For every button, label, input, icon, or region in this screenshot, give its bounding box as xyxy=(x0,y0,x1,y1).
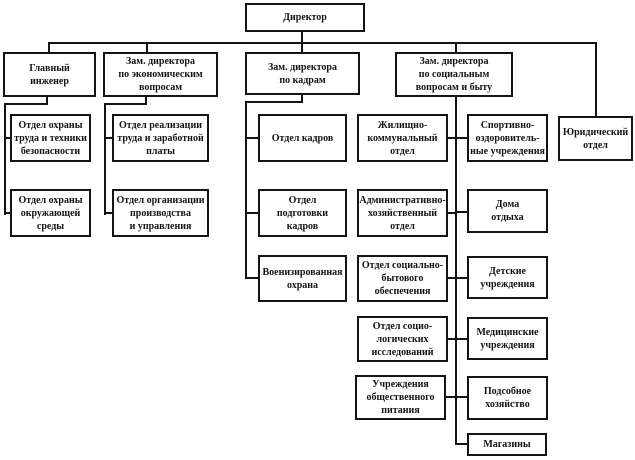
node-legal-dept: Юридический отдел xyxy=(558,116,633,161)
node-deputy-economic: Зам. директора по экономическим вопросам xyxy=(103,52,218,97)
node-labor-wages-dept: Отдел реализации труда и заработной плат… xyxy=(112,114,209,162)
connector-line xyxy=(457,396,467,398)
connector-line xyxy=(245,103,247,279)
node-subsidiary-farm: Подсобное хозяйство xyxy=(467,376,548,420)
connector-line xyxy=(457,277,467,279)
connector-line xyxy=(301,32,303,42)
connector-line xyxy=(457,338,467,340)
connector-line xyxy=(448,338,457,340)
connector-line xyxy=(4,137,10,139)
connector-line xyxy=(4,212,10,214)
node-deputy-personnel: Зам. директора по кадрам xyxy=(245,52,360,95)
connector-line xyxy=(104,103,147,105)
connector-line xyxy=(446,396,457,398)
node-labor-safety-dept: Отдел охраны труда и техники безопасност… xyxy=(10,114,91,162)
connector-line xyxy=(301,44,303,52)
connector-line xyxy=(4,103,48,105)
connector-line xyxy=(146,44,148,52)
connector-line xyxy=(48,44,50,52)
connector-line xyxy=(46,97,48,105)
node-sociological-research-dept: Отдел социо- логических исследований xyxy=(357,316,448,362)
connector-line xyxy=(104,212,112,214)
node-sports-health-facilities: Спортивно- оздоровитель- ные учреждения xyxy=(467,114,548,162)
node-environment-dept: Отдел охраны окружающей среды xyxy=(10,189,91,237)
connector-line xyxy=(455,44,457,52)
node-shops: Магазины xyxy=(467,433,547,456)
connector-line xyxy=(4,105,6,215)
connector-line xyxy=(448,212,457,214)
connector-line xyxy=(301,95,303,103)
connector-line xyxy=(457,211,467,213)
connector-line xyxy=(457,137,467,139)
node-housing-utility-dept: Жилищно- коммунальный отдел xyxy=(357,114,448,162)
node-admin-household-dept: Административно- хозяйственный отдел xyxy=(357,189,448,237)
connector-line xyxy=(448,277,457,279)
node-director: Директор xyxy=(245,3,365,32)
node-chief-engineer: Главный инженер xyxy=(3,52,96,97)
node-public-catering-facilities: Учреждения общественного питания xyxy=(355,375,446,420)
connector-line xyxy=(104,137,112,139)
connector-line xyxy=(448,137,457,139)
node-personnel-dept: Отдел кадров xyxy=(258,114,347,162)
connector-line xyxy=(245,212,258,214)
connector-line xyxy=(457,443,467,445)
node-personnel-training-dept: Отдел подготовки кадров xyxy=(258,189,347,237)
node-medical-facilities: Медицинские учреждения xyxy=(467,317,548,360)
connector-line xyxy=(48,42,597,44)
node-production-org-dept: Отдел организации производства и управле… xyxy=(112,189,209,237)
connector-line xyxy=(145,97,147,105)
node-children-facilities: Детские учреждения xyxy=(467,256,548,299)
connector-line xyxy=(245,101,303,103)
node-rest-homes: Дома отдыха xyxy=(467,189,548,233)
node-deputy-social: Зам. директора по социальным вопросам и … xyxy=(395,52,513,97)
node-social-welfare-dept: Отдел социально- бытового обеспечения xyxy=(357,255,448,302)
connector-line xyxy=(245,137,258,139)
connector-line xyxy=(455,97,457,445)
connector-line xyxy=(595,44,597,116)
connector-line xyxy=(245,277,258,279)
connector-line xyxy=(104,105,106,215)
node-paramilitary-guard: Военизированная охрана xyxy=(258,255,347,302)
